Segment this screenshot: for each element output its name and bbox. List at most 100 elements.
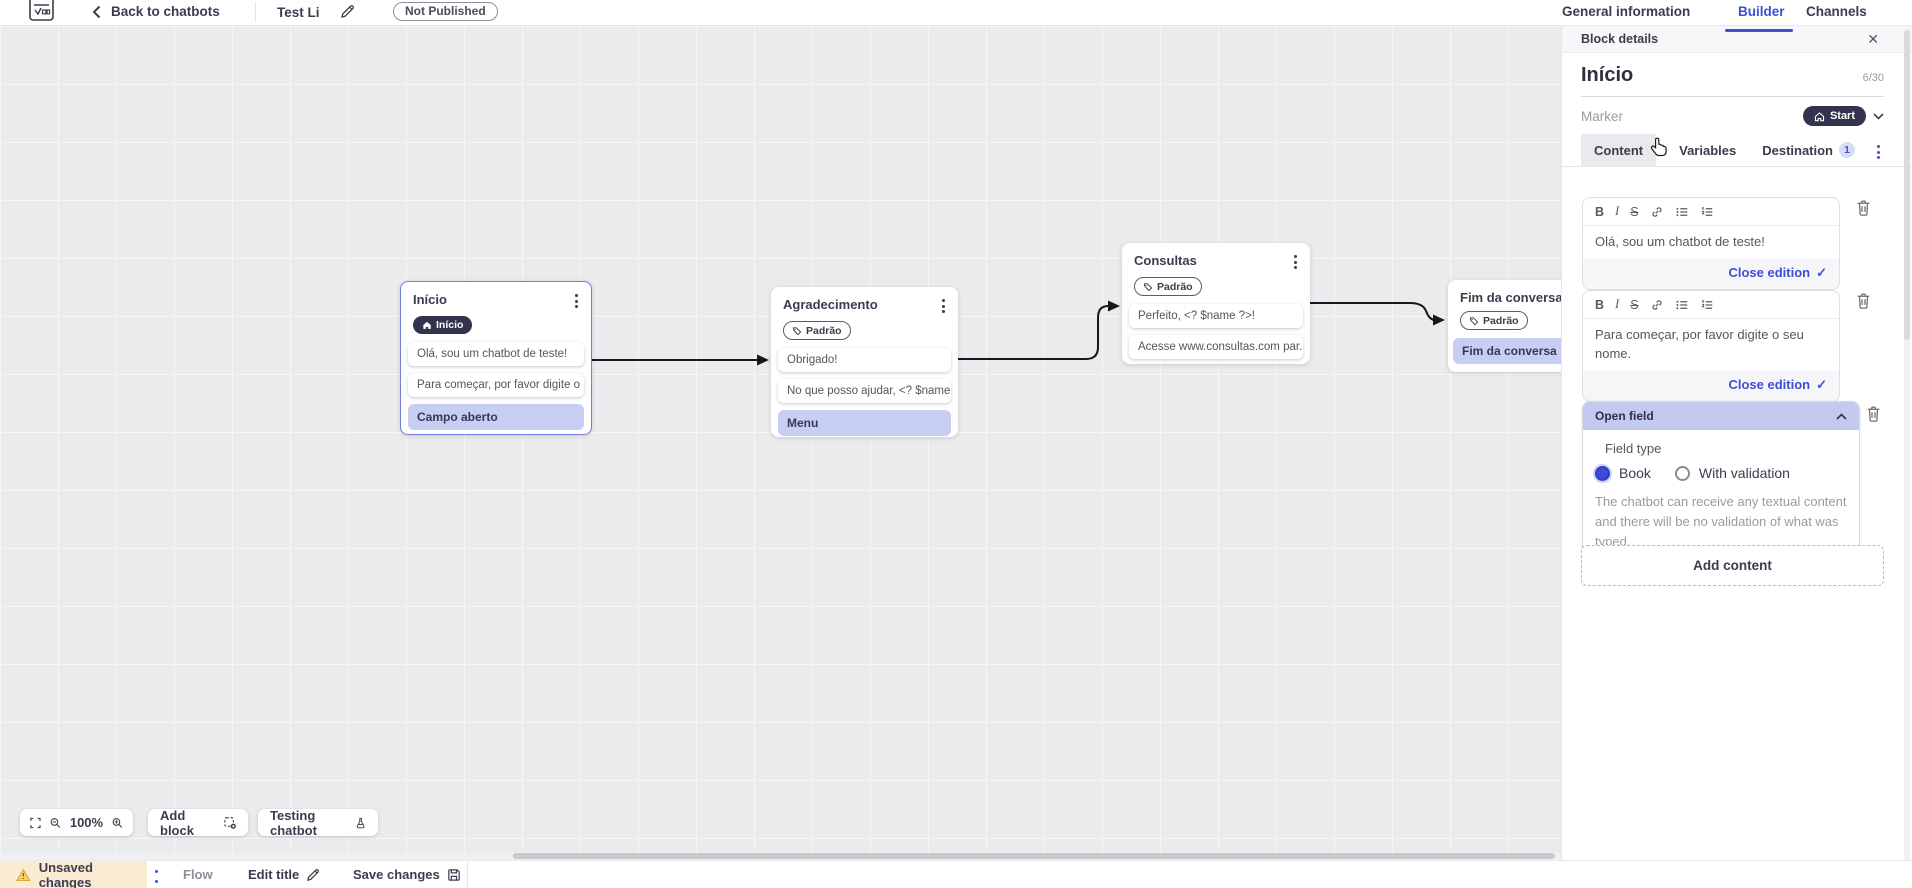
divider — [255, 2, 256, 22]
edit-title-button[interactable]: Edit title — [248, 861, 320, 888]
bold-icon[interactable]: B — [1595, 204, 1605, 219]
close-edition-button[interactable]: Close edition ✓ — [1583, 258, 1839, 289]
pencil-icon — [307, 868, 320, 881]
radio-with-validation[interactable] — [1674, 465, 1690, 481]
panel-title: Block details — [1581, 32, 1659, 46]
scrollbar-thumb[interactable] — [513, 853, 1555, 859]
tab-content[interactable]: Content — [1581, 134, 1657, 166]
message-card[interactable]: Acesse www.consultas.com par... — [1129, 334, 1303, 359]
italic-icon[interactable]: I — [1615, 297, 1620, 311]
edit-title-pencil-icon[interactable] — [340, 4, 355, 19]
block-title: Consultas — [1134, 253, 1197, 268]
zoom-in-icon[interactable] — [112, 816, 123, 830]
destination-count-badge: 1 — [1839, 142, 1856, 158]
field-type-label: Field type — [1605, 441, 1662, 456]
statusbar-menu-icon[interactable] — [152, 868, 161, 888]
block-menu-icon[interactable] — [939, 297, 948, 315]
strikethrough-icon[interactable]: S — [1630, 297, 1639, 312]
add-block-label: Add block — [160, 807, 194, 838]
zoom-out-icon[interactable] — [50, 816, 61, 830]
tab-general-information[interactable]: General information — [1562, 4, 1691, 19]
numbered-list-icon[interactable] — [1700, 298, 1714, 312]
message-card[interactable]: Obrigado! — [778, 347, 951, 372]
bold-icon[interactable]: B — [1595, 297, 1605, 312]
marker-row: Marker Start — [1581, 106, 1884, 126]
default-badge: Padrão — [1134, 277, 1202, 296]
tab-variables[interactable]: Variables — [1679, 142, 1737, 158]
flow-tab[interactable]: Flow — [183, 867, 213, 882]
tab-builder[interactable]: Builder — [1738, 4, 1785, 19]
open-field-body: Field type Book With validation The chat… — [1583, 430, 1859, 565]
panel-menu-icon[interactable] — [1874, 143, 1883, 161]
unsaved-changes-label: Unsaved changes — [38, 859, 93, 888]
block-name-row: Início 6/30 — [1581, 64, 1884, 97]
message-card[interactable]: Olá, sou um chatbot de teste! — [408, 342, 584, 366]
radio-with-validation-label: With validation — [1698, 465, 1790, 481]
back-label: Back to chatbots — [111, 4, 220, 19]
zoom-level-label: 100% — [69, 815, 104, 830]
link-icon[interactable] — [1650, 298, 1664, 312]
open-field-header[interactable]: Open field — [1583, 402, 1859, 430]
fullscreen-icon[interactable] — [30, 816, 41, 830]
chevron-left-icon — [92, 5, 101, 18]
zoom-controls: 100% — [20, 809, 133, 836]
save-changes-button[interactable]: Save changes — [353, 861, 461, 888]
strikethrough-icon[interactable]: S — [1630, 204, 1639, 219]
radio-book-label: Book — [1619, 465, 1651, 481]
house-icon — [1814, 111, 1825, 121]
chevron-down-icon[interactable] — [1873, 112, 1884, 120]
marker-start-pill[interactable]: Start — [1802, 106, 1866, 126]
flow-block-agradecimento[interactable]: Agradecimento Padrão Obrigado! No que po… — [771, 287, 958, 437]
numbered-list-icon[interactable] — [1700, 205, 1714, 219]
message-card[interactable]: Perfeito, <? $name ?>! — [1129, 303, 1303, 328]
open-field-chip[interactable]: Campo aberto — [408, 404, 584, 430]
block-title: Agradecimento — [783, 297, 878, 312]
block-title: Fim da conversa — [1460, 290, 1563, 305]
chevron-up-icon — [1836, 412, 1847, 420]
back-to-chatbots-button[interactable]: Back to chatbots — [92, 4, 220, 19]
active-tab-underline — [1725, 29, 1793, 32]
text-editor-2: B I S Para começar, por favor digite o s… — [1582, 290, 1840, 402]
block-name-input[interactable]: Início — [1581, 64, 1634, 86]
italic-icon[interactable]: I — [1615, 204, 1620, 218]
status-badge: Not Published — [393, 2, 498, 21]
editor-text[interactable]: Para começar, por favor digite o seu nom… — [1595, 327, 1804, 361]
house-icon — [423, 321, 431, 329]
editor-text[interactable]: Olá, sou um chatbot de teste! — [1595, 234, 1765, 249]
add-content-button[interactable]: Add content — [1581, 545, 1884, 586]
link-icon[interactable] — [1650, 205, 1664, 219]
block-menu-icon[interactable] — [572, 292, 581, 310]
menu-chip[interactable]: Menu — [778, 409, 951, 436]
message-card[interactable]: No que posso ajudar, <? $name ... — [778, 378, 951, 403]
flow-block-consultas[interactable]: Consultas Padrão Perfeito, <? $name ?>! … — [1122, 243, 1310, 364]
scrollbar-thumb[interactable] — [1904, 30, 1910, 340]
text-editor-1: B I S Olá, sou um chatbot de teste! Clos… — [1582, 197, 1840, 290]
delete-content-icon[interactable] — [1855, 199, 1872, 217]
add-block-button[interactable]: Add block — [148, 807, 248, 838]
block-title: Início — [413, 292, 447, 307]
tab-channels[interactable]: Channels — [1806, 4, 1867, 19]
testing-chatbot-button[interactable]: Testing chatbot — [258, 808, 378, 838]
warning-icon — [16, 868, 31, 881]
bullet-list-icon[interactable] — [1675, 298, 1689, 312]
canvas-horizontal-scrollbar[interactable] — [0, 852, 1561, 860]
radio-book[interactable] — [1595, 465, 1610, 481]
close-edition-button[interactable]: Close edition ✓ — [1583, 370, 1839, 401]
tab-destination[interactable]: Destination 1 — [1762, 134, 1856, 166]
flow-canvas[interactable] — [0, 26, 1561, 852]
bullet-list-icon[interactable] — [1675, 205, 1689, 219]
chatbot-title[interactable]: Test Li — [277, 5, 320, 20]
delete-content-icon[interactable] — [1865, 405, 1882, 423]
delete-content-icon[interactable] — [1855, 292, 1872, 310]
open-field-title: Open field — [1595, 409, 1654, 423]
open-field-section: Open field Field type Book With validati… — [1582, 401, 1860, 567]
tag-icon — [1143, 282, 1153, 291]
close-icon[interactable]: ✕ — [1867, 31, 1879, 47]
panel-scrollbar[interactable] — [1904, 28, 1910, 884]
default-badge: Padrão — [783, 321, 851, 340]
block-menu-icon[interactable] — [1291, 253, 1300, 271]
unsaved-changes-badge: Unsaved changes — [0, 859, 147, 888]
message-card[interactable]: Para começar, por favor digite o ... — [408, 373, 584, 397]
flow-block-inicio[interactable]: Início Início Olá, sou um chatbot de tes… — [400, 281, 592, 435]
